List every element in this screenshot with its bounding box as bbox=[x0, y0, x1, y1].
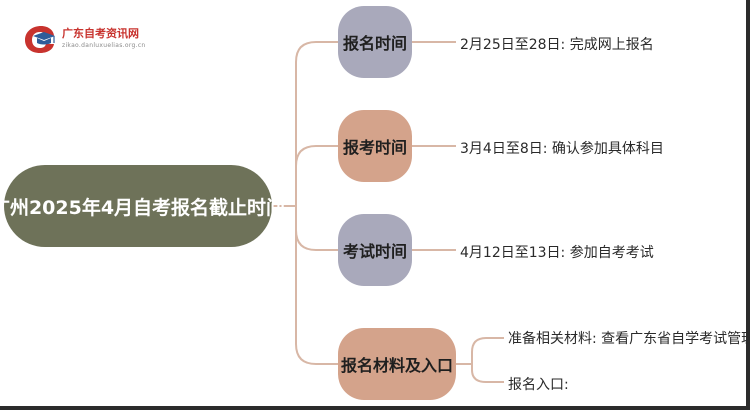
root-node[interactable]: 广州2025年4月自考报名截止时间 bbox=[0, 165, 285, 247]
logo-title: 广东自考资讯网 bbox=[62, 27, 139, 40]
logo-subtitle: zikao.danluxuelias.org.cn bbox=[62, 42, 146, 49]
site-logo[interactable]: 广东自考资讯网 zikao.danluxuelias.org.cn bbox=[22, 22, 152, 58]
branch-node-registration-time[interactable]: 报名时间 bbox=[338, 6, 412, 78]
connector-branch-1 bbox=[295, 41, 338, 206]
connector-leaf-5 bbox=[471, 364, 504, 383]
connector-branch-4 bbox=[295, 206, 338, 365]
connector-branch-3 bbox=[295, 206, 338, 251]
leaf-application-detail: 3月4日至8日: 确认参加具体科目 bbox=[460, 141, 664, 157]
leaf-exam-detail: 4月12日至13日: 参加自考考试 bbox=[460, 245, 654, 261]
branch-node-exam-time[interactable]: 考试时间 bbox=[338, 214, 412, 286]
leaf-materials-detail: 准备相关材料: 查看广东省自学考试管理系统 bbox=[508, 331, 750, 347]
leaf-entry-detail: 报名入口: bbox=[508, 377, 569, 393]
connector-branch-2 bbox=[295, 145, 338, 206]
connector-leaf-4 bbox=[456, 337, 504, 365]
leaf-registration-detail: 2月25日至28日: 完成网上报名 bbox=[460, 37, 654, 53]
branch-node-materials-entry[interactable]: 报名材料及入口 bbox=[338, 328, 456, 400]
branch-node-application-time[interactable]: 报考时间 bbox=[338, 110, 412, 182]
graduation-cap-icon bbox=[25, 26, 55, 53]
